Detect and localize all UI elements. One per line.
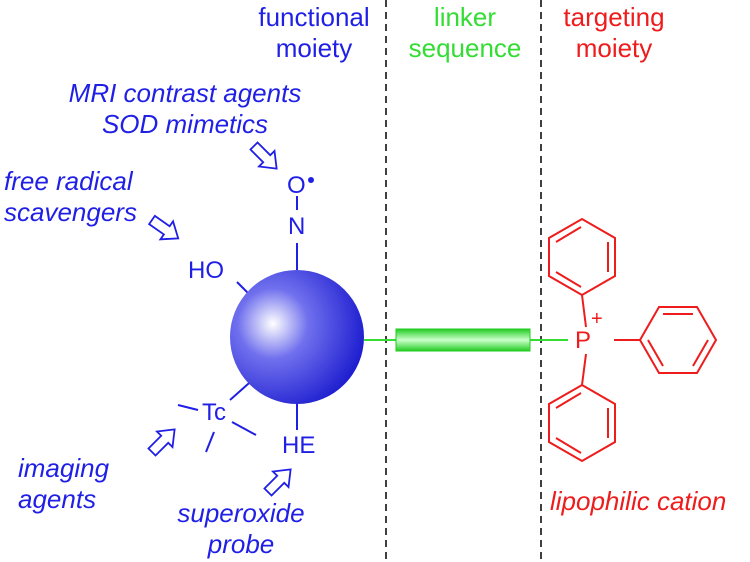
- header-functional-line2: moiety: [275, 33, 353, 63]
- label-mri-sod: MRI contrast agents SOD mimetics: [40, 78, 330, 140]
- bond-tc-ligand-3: [205, 431, 215, 453]
- bond-p-ring-top: [581, 294, 587, 328]
- ring-right-double-2: [692, 339, 709, 367]
- ring-bottom-double-1: [555, 392, 582, 409]
- bond-tc-ligand-2: [231, 421, 257, 436]
- header-linker-sequence: linker sequence: [392, 2, 538, 64]
- label-free-radical-line2: scavengers: [4, 197, 137, 227]
- arrow-radical: [147, 214, 180, 241]
- bond-p-ring-bottom: [581, 353, 587, 386]
- header-functional-line1: functional: [258, 2, 370, 32]
- header-targeting-moiety: targeting moiety: [548, 2, 680, 64]
- group-hydroxyl: HO: [188, 257, 224, 284]
- label-lipophilic-cation: lipophilic cation: [550, 486, 727, 516]
- atom-oxygen: O: [287, 172, 306, 199]
- label-mri: MRI contrast agents: [68, 78, 302, 108]
- phenyl-ring-right: [638, 306, 718, 374]
- atom-nitrogen: N: [288, 213, 306, 240]
- header-targeting-line2: moiety: [575, 33, 653, 63]
- phenyl-ring-bottom: [548, 383, 616, 463]
- ring-top-double-1: [555, 226, 582, 243]
- arrow-superoxide: [263, 468, 292, 497]
- arrow-mri: [249, 141, 278, 170]
- arrow-imaging: [147, 428, 176, 457]
- atom-technetium: Tc: [202, 399, 226, 426]
- label-superoxide-line1: superoxide: [177, 498, 305, 528]
- atom-phosphorus: P: [575, 327, 592, 354]
- header-linker-line1: linker: [433, 2, 497, 32]
- linker-bar: [395, 328, 531, 352]
- header-functional-moiety: functional moiety: [248, 2, 380, 64]
- ring-right-double-3: [647, 339, 664, 367]
- ring-bottom-double-3: [555, 437, 582, 454]
- ring-top-double-3: [555, 271, 582, 288]
- radical-dot: [308, 177, 314, 183]
- bond-tc-ligand-1: [177, 404, 199, 411]
- functional-sphere: [230, 270, 364, 404]
- charge-plus: +: [591, 308, 603, 330]
- header-targeting-line1: targeting: [563, 2, 665, 32]
- label-free-radical: free radical scavengers: [4, 166, 137, 228]
- label-superoxide-probe: superoxide probe: [168, 498, 314, 560]
- label-imaging-agents: imaging agents: [18, 453, 109, 515]
- header-linker-line2: sequence: [408, 33, 522, 63]
- label-sod: SOD mimetics: [101, 109, 269, 139]
- phenyl-ring-top: [548, 217, 616, 297]
- group-he: HE: [282, 432, 316, 459]
- label-free-radical-line1: free radical: [4, 166, 133, 196]
- label-superoxide-line2: probe: [207, 529, 275, 559]
- label-imaging-line1: imaging: [18, 453, 110, 483]
- label-imaging-line2: agents: [18, 484, 97, 514]
